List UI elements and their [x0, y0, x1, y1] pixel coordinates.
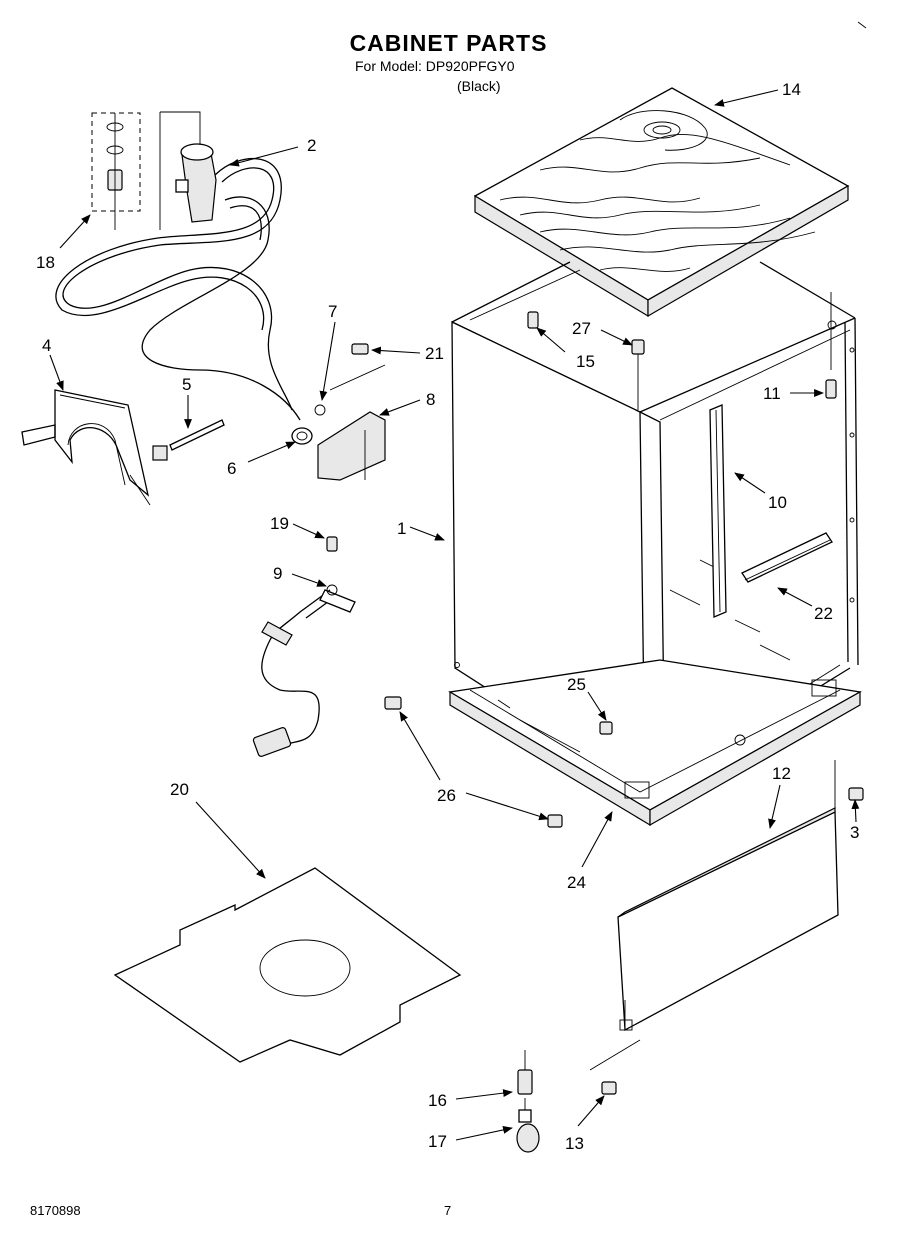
model-line: For Model: DP920PFGY0 — [355, 58, 515, 74]
callout-2: 2 — [307, 136, 316, 155]
washer-kit-part[interactable] — [91, 112, 141, 230]
screw-11-part[interactable] — [825, 292, 837, 399]
callout-19: 19 — [270, 514, 289, 533]
power-cord-part[interactable] — [252, 584, 356, 757]
callout-6: 6 — [227, 459, 236, 478]
screw-3-part[interactable] — [834, 760, 864, 810]
document-code: 8170898 — [30, 1203, 81, 1218]
caster-part[interactable] — [516, 1098, 540, 1153]
callout-15: 15 — [576, 352, 595, 371]
callout-3: 3 — [850, 823, 859, 842]
callout-16: 16 — [428, 1091, 447, 1110]
screw-21-part[interactable] — [351, 343, 369, 355]
callout-1: 1 — [397, 519, 406, 538]
cord-cover-part[interactable] — [317, 364, 386, 481]
callout-20: 20 — [170, 780, 189, 799]
screw-15-part[interactable] — [527, 311, 539, 329]
wood-top-part[interactable] — [473, 87, 850, 318]
callout-21: 21 — [425, 344, 444, 363]
faucet-adaptor-part[interactable] — [159, 111, 217, 230]
toe-panel-part[interactable] — [617, 807, 839, 1032]
screw-25-part[interactable] — [599, 721, 613, 735]
callout-26: 26 — [437, 786, 456, 805]
callout-10: 10 — [768, 493, 787, 512]
callout-27: 27 — [572, 319, 591, 338]
vertical-rail-part[interactable] — [709, 404, 727, 618]
callout-22: 22 — [814, 604, 833, 623]
leader-lines — [49, 89, 860, 1141]
cable-tie-part[interactable] — [152, 419, 225, 461]
dual-hose-part[interactable] — [55, 157, 301, 421]
callout-12: 12 — [772, 764, 791, 783]
base-part[interactable] — [448, 659, 862, 827]
variant-label: (Black) — [457, 78, 501, 94]
callout-11: 11 — [763, 384, 781, 403]
callout-17: 17 — [428, 1132, 447, 1151]
callout-25: 25 — [567, 675, 586, 694]
leveling-leg-part[interactable] — [517, 1050, 533, 1095]
corner-mark — [857, 21, 867, 29]
hose-cover-part[interactable] — [21, 389, 151, 506]
screw-13-part[interactable] — [589, 1039, 641, 1095]
callout-5: 5 — [182, 375, 191, 394]
callout-14: 14 — [782, 80, 801, 99]
callout-24: 24 — [567, 873, 586, 892]
screw-19-part[interactable] — [326, 536, 338, 552]
callout-7: 7 — [328, 302, 337, 321]
callout-9: 9 — [273, 564, 282, 583]
callout-4: 4 — [42, 336, 51, 355]
page-title: CABINET PARTS — [349, 30, 548, 56]
screw-26-part[interactable] — [384, 696, 563, 828]
hose-clamp-part[interactable] — [291, 427, 313, 445]
callout-18: 18 — [36, 253, 55, 272]
callout-13: 13 — [565, 1134, 584, 1153]
page-number: 7 — [444, 1203, 452, 1218]
screw-7-part[interactable] — [314, 404, 326, 416]
screw-27-part[interactable] — [631, 339, 645, 410]
floor-pad-part[interactable] — [113, 867, 462, 1063]
callout-8: 8 — [426, 390, 435, 409]
bracket-part[interactable] — [741, 532, 833, 583]
callout-labels: 1 2 3 4 5 6 7 8 9 10 11 12 13 14 15 16 1… — [36, 80, 859, 1153]
